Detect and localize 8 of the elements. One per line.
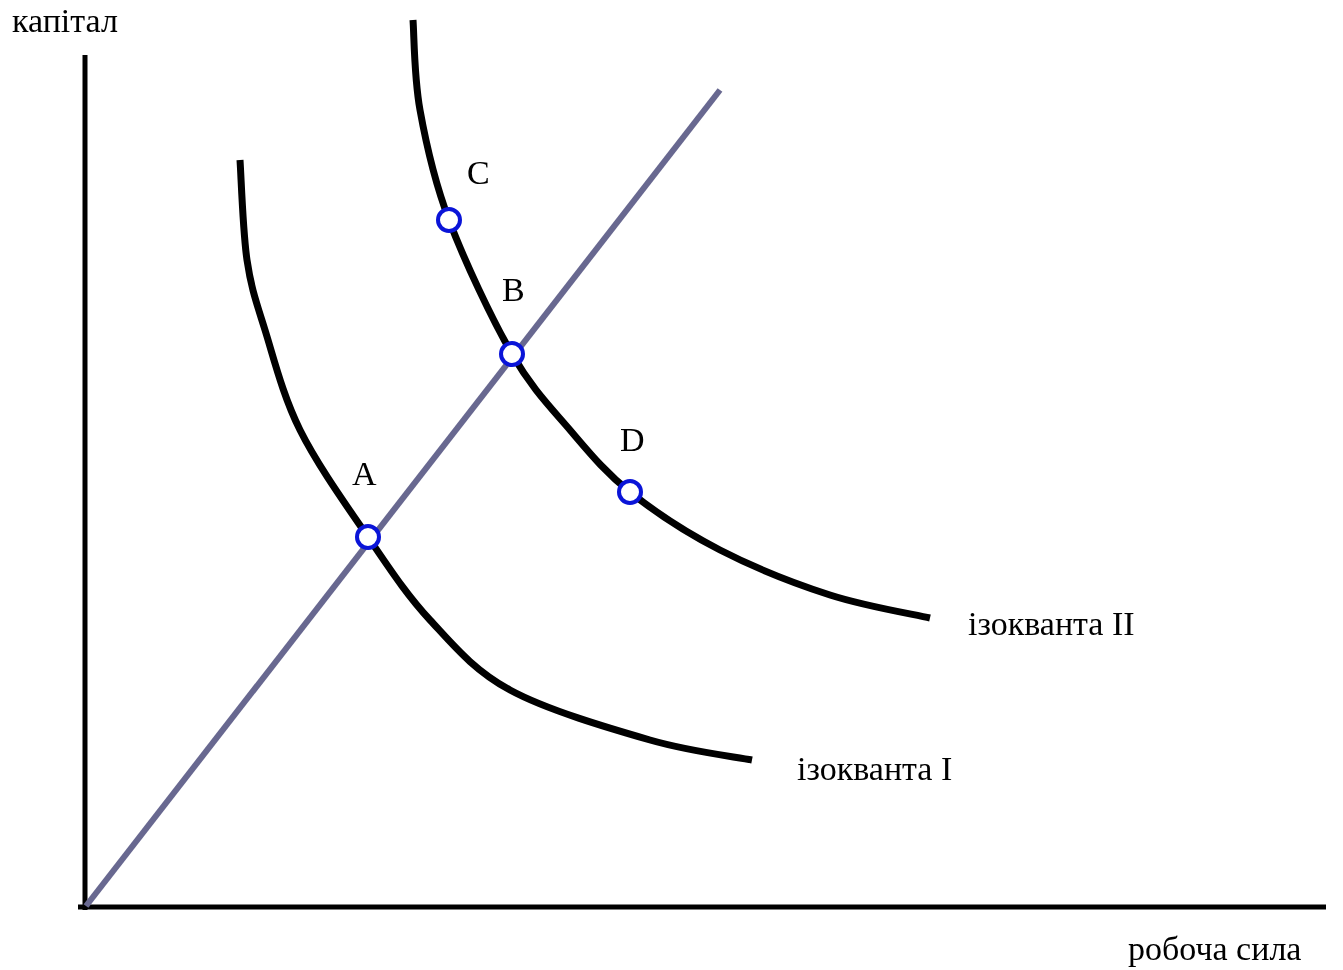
curve-label: ізокванта I xyxy=(797,750,953,788)
curve-label: ізокванта II xyxy=(968,605,1135,643)
point-label: B xyxy=(502,271,525,309)
point-label: C xyxy=(467,154,490,192)
axis-label: робоча сила xyxy=(1128,930,1302,968)
axis-label: капітал xyxy=(12,2,118,40)
point-label: D xyxy=(620,421,645,459)
point-label: A xyxy=(352,455,377,493)
